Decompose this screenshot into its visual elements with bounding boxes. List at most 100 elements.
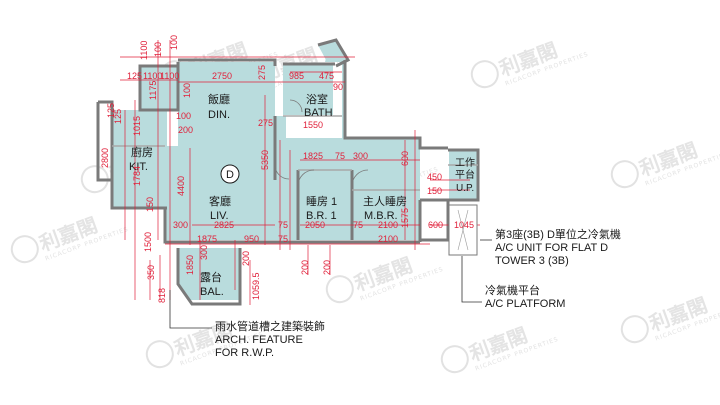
dimension-label: 2800 [100,148,110,168]
bath-label-en: BATH [304,107,333,119]
ac-platform-note-en: A/C PLATFORM [485,298,565,310]
liv-label-zh: 客廳 [209,194,231,208]
dimension-label: 1850 [185,255,195,275]
dimension-label: 2050 [305,220,325,230]
dimension-label: 5350 [260,150,270,170]
dimension-label: 275 [257,65,267,80]
dimension-label: 200 [300,260,310,275]
dimension-label: 150 [427,186,442,196]
dimension-label: 1100 [160,71,179,81]
dimension-label: 1875 [197,234,217,244]
flat-label: D [226,169,234,181]
ac-platform [448,204,478,256]
up-floor [449,150,477,200]
bal-label-en: BAL. [200,286,224,298]
br1-label-zh: 睡房 1 [306,195,337,208]
arch-note-en2: FOR R.W.P. [215,347,274,359]
dimension-label: 200 [322,260,332,275]
up-label-zh2: 平台 [455,168,475,181]
dimension-label: 100 [169,35,179,50]
br1-floor [298,170,350,240]
up-label-en: U.P. [456,183,474,194]
bath-floor [283,65,333,115]
dimension-label: 75 [335,151,345,161]
up-label-zh1: 工作 [455,157,475,169]
inner-partitions [112,115,478,191]
dimension-label: 1059.5 [251,272,261,300]
liv-label-en: LIV. [210,210,229,222]
dimension-label: 75 [278,220,288,230]
dimension-label: 75 [353,220,363,230]
dimension-texts: 1100 125 1100 1100 2750 275 985 475 100 … [100,35,474,303]
arch-note-zh: 雨水管道槽之建築裝飾 [215,319,325,333]
balcony-floor [178,248,240,300]
dimension-label: 1015 [132,116,142,136]
dimension-label: 125 [113,109,123,124]
ac-unit-note-en2: TOWER 3 (3B) [495,255,569,267]
din-label-zh: 飯廳 [208,92,230,106]
dimension-label: 985 [289,71,304,81]
dimension-label: 300 [173,220,188,230]
kit-label-zh: 廚房 [131,145,153,159]
dimension-label: 1500 [143,232,153,252]
dimension-label: 200 [241,251,251,266]
dimension-label: 1045 [454,220,474,230]
dimension-label: 2100 [378,234,398,244]
dimension-label: 475 [319,71,334,81]
watermark-logo: 利嘉閣 RICACORP PROPERTIES [325,253,445,304]
walls [96,38,480,306]
kitchen-top-floor [140,66,178,110]
ac-platform-note-zh: 冷氣機平台 [485,283,540,297]
watermark-logo: 利嘉閣 RICACORP PROPERTIES [620,293,720,344]
dimension-label: 300 [353,151,368,161]
dimension-label: 350 [146,265,156,280]
dimension-label: 1825 [303,151,323,161]
dimension-label: 150 [145,197,155,212]
dimension-lines [120,40,480,305]
watermark-logo: 利嘉閣 RICACORP PROPERTIES [440,323,560,374]
doors [274,99,369,187]
dimension-label: 818 [157,288,167,303]
dimension-label: 2100 [378,220,398,230]
dimension-label: 2750 [212,71,232,81]
dimension-label: 200 [178,125,193,135]
dimension-label: 90 [333,82,343,92]
bal-label-zh: 露台 [200,270,222,284]
dimension-label: 275 [258,118,273,128]
dimension-label: 100 [182,83,192,98]
dimension-label: 100 [176,111,191,121]
br1-label-en: B.R. 1 [306,210,337,222]
dimension-label: 600 [428,220,443,230]
mbr-label-en: M.B.R. [364,210,398,222]
watermark-logo: 利嘉閣 RICACORP PROPERTIES [610,138,720,189]
dimension-label: 75 [278,234,288,244]
arch-note-en1: ARCH. FEATURE [215,334,303,346]
dimension-label: 1575 [400,208,410,228]
din-label-en: DIN. [208,109,230,121]
dimension-label: 950 [244,234,259,244]
watermark-logo: 利嘉閣 RICACORP PROPERTIES [10,213,130,264]
dimension-label: 1784 [132,166,142,186]
dimension-label: 450 [427,172,442,182]
dimension-label: 100 [153,42,163,57]
notes: 第3座(3B) D單位之冷氣機 A/C UNIT FOR FLAT D TOWE… [215,227,621,359]
dimension-label: 1175 [148,81,158,100]
dimension-label: 600 [400,151,410,166]
dimension-label: 4400 [176,176,186,196]
bath-label-zh: 浴室 [306,92,328,106]
dimension-label: 2825 [214,220,234,230]
living-floor [165,146,275,240]
dimension-label: 1100 [139,41,149,60]
ac-unit-note-en1: A/C UNIT FOR FLAT D [495,242,608,254]
leader-lines [169,239,492,329]
kit-label-en: KIT. [129,161,148,173]
dimension-label: 125 [127,71,142,81]
watermark-logo: 利嘉閣 RICACORP PROPERTIES [470,38,590,89]
mbr-label-zh: 主人睡房 [363,195,407,208]
dimension-label: 300 [199,245,209,260]
dimension-label: 125 [106,103,116,118]
dimension-label: 1100 [143,71,162,81]
room-labels: 飯廳 DIN. 浴室 BATH 廚房 KIT. 客廳 LIV. 睡房 1 B.R… [129,92,475,298]
flat-label-badge: D [220,164,240,184]
